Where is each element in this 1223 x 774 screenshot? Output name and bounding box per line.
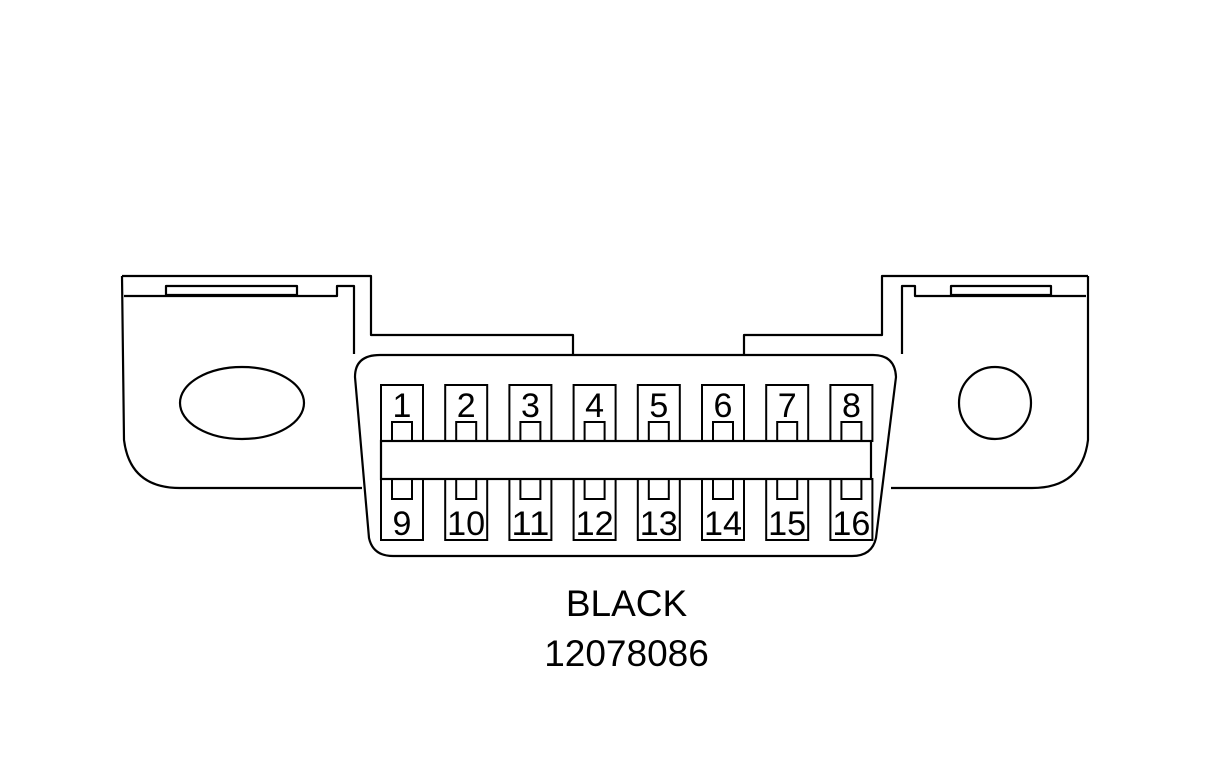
pin-terminal-10 [455, 478, 478, 500]
connector-color-label: BLACK [565, 583, 688, 624]
left-mounting-slot [178, 365, 306, 441]
pin-terminal-11 [519, 478, 542, 500]
connector-part-number: 12078086 [544, 633, 709, 674]
left-mounting-flange [120, 274, 575, 490]
pin-terminal-8 [840, 421, 863, 443]
pin-number-6: 6 [714, 387, 733, 425]
pin-terminal-3 [519, 421, 542, 443]
center-key-bar [379, 439, 873, 481]
pin-number-2: 2 [457, 387, 476, 425]
pin-terminal-1 [391, 421, 413, 443]
pin-terminal-9 [391, 478, 413, 500]
pin-number-15: 15 [768, 505, 806, 543]
pin-number-3: 3 [521, 387, 540, 425]
pin-number-13: 13 [640, 505, 678, 543]
pin-number-9: 9 [393, 505, 412, 543]
pin-terminal-4 [583, 421, 606, 443]
pin-terminal-7 [776, 421, 799, 443]
pin-terminal-13 [647, 478, 670, 500]
right-mounting-hole [957, 365, 1033, 441]
pin-terminal-15 [776, 478, 799, 500]
pin-terminal-2 [455, 421, 478, 443]
pin-terminal-16 [840, 478, 863, 500]
pin-number-1: 1 [393, 387, 412, 425]
pin-terminal-14 [712, 478, 734, 500]
connector-body [353, 353, 898, 558]
pin-number-4: 4 [585, 387, 604, 425]
pin-number-12: 12 [576, 505, 614, 543]
pin-number-14: 14 [704, 505, 742, 543]
pin-number-16: 16 [832, 505, 870, 543]
pin-terminal-5 [647, 421, 670, 443]
pin-number-10: 10 [447, 505, 485, 543]
pin-terminal-6 [712, 421, 734, 443]
pin-number-5: 5 [649, 387, 668, 425]
pin-number-11: 11 [511, 505, 549, 543]
pin-terminal-12 [583, 478, 606, 500]
right-mounting-flange [742, 274, 1090, 490]
pin-number-8: 8 [842, 387, 861, 425]
pin-number-7: 7 [778, 387, 797, 425]
